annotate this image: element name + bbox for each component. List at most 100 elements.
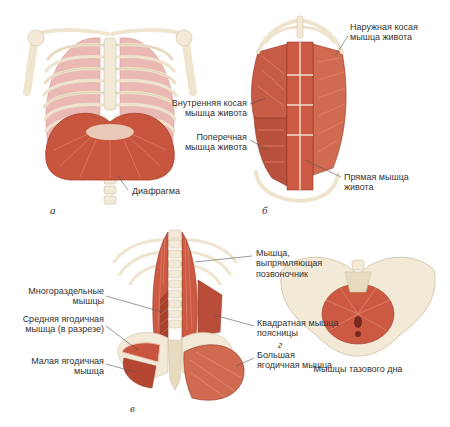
back-figure-part xyxy=(160,298,168,335)
thorax-figure-part-part xyxy=(132,134,166,150)
back-figure-part-part xyxy=(190,360,236,392)
panel-letter: в xyxy=(130,402,135,415)
abdomen-figure-part xyxy=(335,36,348,56)
abdomen-figure-part-part xyxy=(287,134,313,135)
abdomen-figure-part xyxy=(313,44,346,175)
muscle-label: Наружная косая мышца живота xyxy=(350,22,440,43)
abdomen-figure-part-part xyxy=(318,104,345,116)
back-figure-part xyxy=(195,256,252,262)
abdomen-figure-part xyxy=(287,42,313,190)
back-figure-part xyxy=(106,326,138,350)
abdomen-figure-part-part xyxy=(262,70,284,90)
abdomen-figure-part xyxy=(287,42,313,190)
abdomen-figure-part-part xyxy=(258,86,284,106)
thorax-figure-part xyxy=(40,30,108,34)
back-figure-part xyxy=(236,358,254,366)
back-figure-part-part xyxy=(169,240,181,248)
thorax-figure-part-part xyxy=(116,69,175,83)
thorax-figure-part xyxy=(54,134,166,178)
muscle-label: Диафрагма xyxy=(132,186,202,196)
thorax-figure-part xyxy=(112,30,180,34)
thorax-figure-part-part xyxy=(44,93,104,107)
back-figure-part xyxy=(184,345,244,400)
thorax-figure-part xyxy=(46,113,175,180)
abdomen-figure-part xyxy=(297,16,303,38)
back-figure-part-part xyxy=(188,245,192,330)
abdomen-figure-part-part xyxy=(318,122,343,134)
abdomen-figure-part xyxy=(251,44,287,118)
panel-letter: г xyxy=(278,338,282,351)
abdomen-figure-part xyxy=(250,140,268,150)
thorax-figure-part-part xyxy=(130,138,160,166)
back-figure-part xyxy=(106,364,135,372)
abdomen-figure-part-part xyxy=(287,74,313,75)
abdomen-figure-part xyxy=(254,118,287,186)
back-figure-part xyxy=(168,340,182,390)
abdomen-figure-part-part xyxy=(287,104,313,105)
back-figure-part-part xyxy=(185,240,187,330)
back-figure-part-part xyxy=(169,230,181,238)
panel-letter: б xyxy=(262,204,268,217)
back-figure-part-part xyxy=(169,260,181,268)
back-figure-part xyxy=(182,232,197,340)
abdomen-figure-part-part xyxy=(299,42,300,190)
thorax-figure-part-part xyxy=(54,134,88,150)
muscle-label: Поперечная мышца живота xyxy=(165,132,247,153)
thorax-figure-part xyxy=(176,30,192,46)
abdomen-figure-part-part xyxy=(318,72,344,80)
back-figure-part-part xyxy=(163,240,165,285)
thorax-figure-part-part xyxy=(104,196,116,204)
pelvis-figure-part xyxy=(354,316,362,328)
abdomen-figure-part-part xyxy=(262,56,284,74)
pelvis-figure-part xyxy=(352,260,364,270)
muscle-label: Квадратная мышца поясницы xyxy=(257,318,339,339)
pelvis-figure-part xyxy=(345,272,371,292)
thorax-figure-part xyxy=(28,30,44,46)
muscle-label: Малая ягодичная мышца xyxy=(20,356,104,377)
back-figure-part-part xyxy=(169,310,181,318)
back-figure-part-part xyxy=(169,320,181,328)
pelvis-figure-part xyxy=(355,331,361,337)
thorax-figure-part-part xyxy=(124,140,140,177)
back-figure-part-part xyxy=(160,328,168,335)
thorax-figure-part xyxy=(118,176,128,190)
pelvis-figure-part xyxy=(322,284,394,344)
thorax-figure-part-part xyxy=(45,69,104,83)
thorax-figure-part-part xyxy=(60,138,90,166)
thorax-figure-part-part xyxy=(104,186,116,194)
back-figure-part xyxy=(169,230,181,328)
back-figure-part-part xyxy=(160,318,168,325)
thorax-figure-part xyxy=(27,44,34,92)
abdomen-figure-part-part xyxy=(265,162,284,163)
thorax-figure-part xyxy=(186,44,193,92)
back-figure-part-part xyxy=(169,270,181,278)
back-figure-part-part xyxy=(169,250,181,258)
abdomen-figure-part xyxy=(256,172,338,201)
thorax-figure-part-part xyxy=(48,45,104,59)
muscle-label: Внутренняя косая мышца живота xyxy=(165,98,247,119)
abdomen-figure-part-part xyxy=(318,140,338,152)
back-figure-part xyxy=(198,280,222,336)
abdomen-figure-part-part xyxy=(260,146,284,147)
back-figure-part xyxy=(190,352,242,398)
back-figure-part-part xyxy=(169,280,181,288)
muscle-label: Мышца, выпрямляющая позвоночник xyxy=(256,248,346,279)
back-figure-part-part xyxy=(160,298,168,305)
abdomen-figure-part xyxy=(258,56,345,162)
pelvis-figure-part-part xyxy=(358,314,386,330)
thorax-figure-part-part xyxy=(80,140,96,177)
thorax-figure-part-part xyxy=(116,45,172,59)
back-figure xyxy=(106,230,254,400)
back-figure-part xyxy=(214,315,254,326)
back-figure-part xyxy=(114,240,236,284)
muscle-label: Средняя ягодичная мышца (в разрезе) xyxy=(20,314,104,335)
back-figure-part xyxy=(106,296,162,312)
back-figure-part xyxy=(123,358,156,388)
abdomen-figure xyxy=(250,16,348,201)
muscle-label: Многораздельные мышцы xyxy=(20,286,104,307)
back-figure-part-part xyxy=(190,372,226,398)
figure-caption: Мышцы тазового дна xyxy=(306,364,410,374)
abdomen-figure-part xyxy=(250,98,266,104)
